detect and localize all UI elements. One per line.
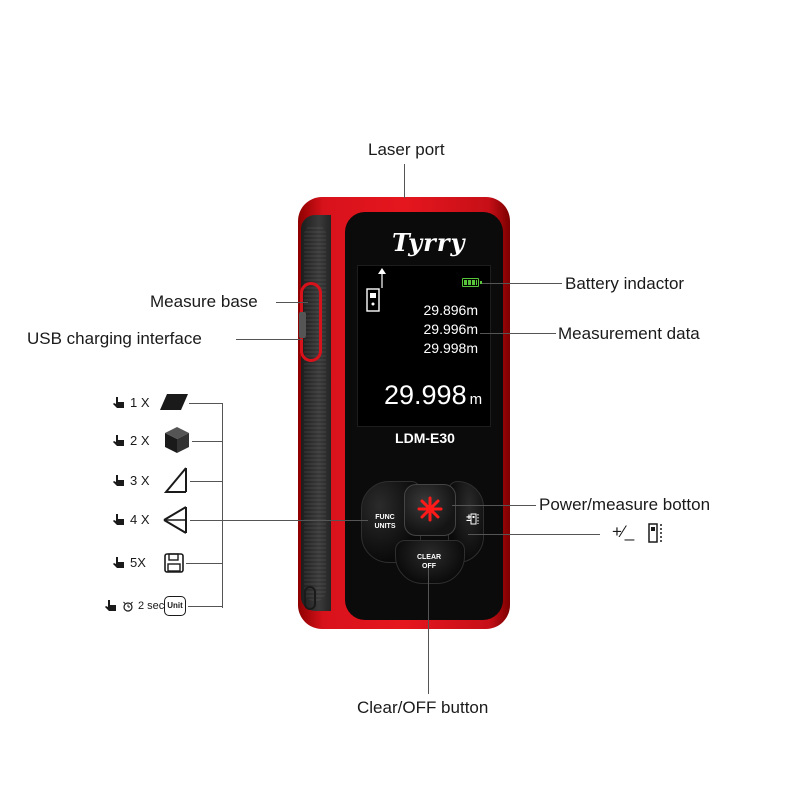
callout-battery: Battery indactor — [565, 274, 685, 293]
battery-icon — [462, 278, 482, 287]
plus-minus-symbol-callout: +⁄_ — [612, 522, 635, 541]
laser-direction-icon — [378, 268, 386, 288]
usb-port — [299, 312, 306, 338]
leader-clear-off — [428, 568, 429, 694]
press-count: 2 X — [130, 433, 150, 448]
callout-usb: USB charging interface — [27, 329, 202, 348]
press-count: 3 X — [130, 473, 150, 488]
callout-clear-off: Clear/OFF button — [357, 698, 489, 717]
legend-bracket — [222, 403, 223, 608]
plus-minus-symbol: ± — [466, 513, 472, 524]
legend-row-1: 1 X — [112, 395, 150, 410]
reference-point-icon — [366, 288, 380, 312]
legend-line-2 — [192, 441, 222, 442]
unit-icon: Unit — [164, 596, 186, 616]
press-hand-icon — [113, 434, 124, 446]
leader-battery — [482, 283, 562, 284]
pythagoras-double-icon — [163, 506, 187, 534]
reading-2: 29.996m — [423, 321, 478, 337]
plus-minus-label: ± — [458, 513, 480, 524]
callout-measurement-data: Measurement data — [558, 324, 700, 343]
power-measure-button[interactable] — [404, 484, 456, 536]
legend-row-2: 2 X — [112, 433, 150, 448]
reading-1: 29.896m — [423, 302, 478, 318]
laser-icon — [417, 496, 443, 522]
press-count: 5X — [130, 555, 146, 570]
leader-power — [452, 505, 536, 506]
main-reading-unit: m — [469, 391, 483, 408]
leader-laser-port — [404, 164, 405, 198]
leader-plus-minus — [468, 534, 600, 535]
alarm-clock-icon — [123, 601, 133, 612]
press-hand-icon — [105, 600, 116, 611]
press-count: 4 X — [130, 512, 150, 527]
side-grip — [301, 215, 331, 611]
leader-usb — [236, 339, 302, 340]
legend-row-3: 3 X — [112, 473, 150, 488]
reference-icon-small — [470, 513, 479, 525]
legend-row-5: 5X — [112, 555, 146, 570]
legend-line-5 — [186, 563, 222, 564]
press-hand-icon — [113, 513, 124, 525]
legend-line-6 — [188, 606, 222, 607]
off-label: OFF — [422, 563, 436, 570]
press-hand-icon — [113, 556, 124, 568]
units-label: UNITS — [374, 523, 396, 530]
brand-logo: Tyrry — [392, 228, 466, 257]
func-units-label: FUNC UNITS — [368, 513, 402, 531]
leader-measure-base — [276, 302, 308, 303]
clear-off-label: CLEAR OFF — [406, 553, 452, 571]
legend-row-4: 4 X — [112, 512, 150, 527]
callout-power: Power/measure botton — [539, 495, 711, 514]
pythagoras-single-icon — [164, 467, 187, 493]
legend-line-4 — [190, 520, 368, 521]
press-count: 1 X — [130, 395, 150, 410]
legend-line-3 — [190, 481, 222, 482]
func-label: FUNC — [375, 514, 395, 521]
callout-laser-port: Laser port — [368, 140, 445, 159]
area-icon — [160, 394, 188, 410]
press-duration: 2 sec — [138, 600, 165, 612]
volume-icon — [165, 427, 189, 453]
model-label: LDM-E30 — [395, 430, 455, 446]
clear-label: CLEAR — [416, 554, 442, 561]
reading-3: 29.998m — [423, 340, 478, 356]
press-hand-icon — [113, 474, 124, 486]
clear-off-button[interactable] — [395, 540, 465, 584]
main-reading-value: 29.998 — [384, 380, 467, 410]
reference-symbol-callout-icon — [648, 523, 662, 543]
save-icon — [164, 553, 184, 573]
legend-row-6: 2 sec — [104, 599, 164, 613]
callout-measure-base: Measure base — [150, 292, 258, 311]
leader-measurement-data — [480, 333, 556, 334]
press-hand-icon — [113, 396, 124, 408]
lanyard-hole — [304, 586, 316, 610]
legend-line-1 — [189, 403, 222, 404]
